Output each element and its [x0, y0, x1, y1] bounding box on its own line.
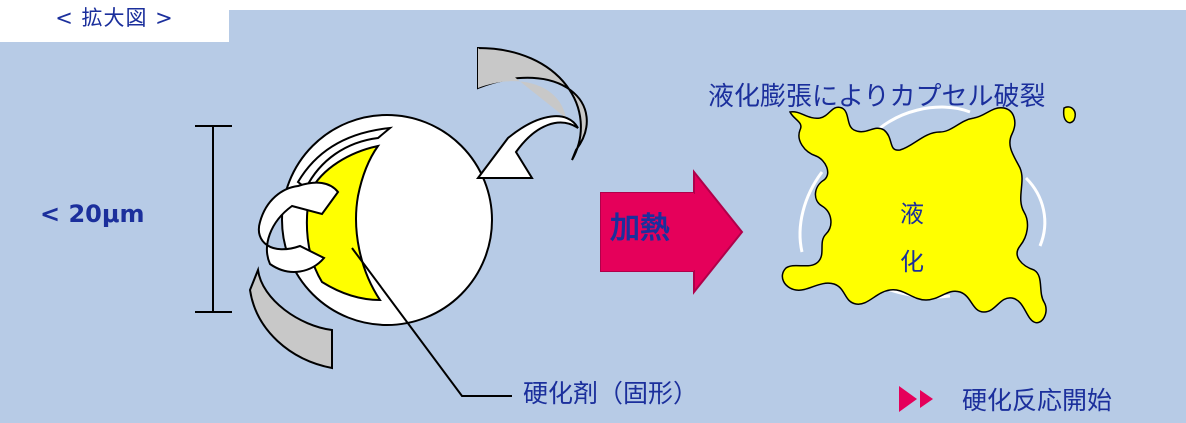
splash-droplet — [1062, 106, 1076, 124]
reaction-start-label: 硬化反応開始 — [962, 386, 1113, 415]
liquid-label-char-2: 化 — [900, 248, 924, 276]
hardener-leader-line — [351, 247, 512, 397]
size-label: < 20μm — [40, 200, 145, 228]
liquid-splash — [781, 106, 1047, 324]
liquid-label-char-1: 液 — [900, 200, 924, 228]
liquid-label: 液 化 — [887, 190, 937, 286]
enlarged-view-label: < 拡大図 > — [55, 6, 174, 30]
heat-arrow — [600, 169, 744, 295]
hardener-label: 硬化剤（固形） — [523, 379, 699, 408]
heat-label: 加熱 — [610, 211, 670, 246]
rupture-title: 液化膨張によりカプセル破裂 — [708, 82, 1046, 112]
reaction-marker-icon — [899, 386, 933, 412]
size-bracket — [195, 125, 232, 313]
rotation-arrow-front — [248, 115, 579, 370]
enlarged-view-tab: < 拡大図 > — [0, 0, 229, 42]
rotation-arrow-top — [477, 46, 588, 161]
